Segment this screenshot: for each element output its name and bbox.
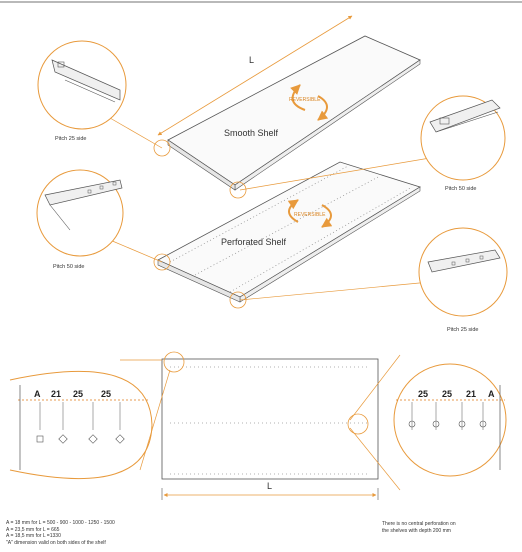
length-label-bottom: L [267,481,273,491]
callout-top-left [37,40,171,157]
note-line: the shelves with depth 200 mm [382,527,451,534]
left-dim-21: 21 [51,389,62,399]
magnifier-left [18,351,185,471]
perforated-shelf-label: Perforated Shelf [221,237,287,247]
pitch-25-side-top-left: Pitch 25 side [55,136,87,142]
notes-right: There is no central perforation on the s… [382,521,456,534]
pitch-25-side-mid-right: Pitch 25 side [447,327,479,333]
perforated-shelf [157,161,421,303]
smooth-shelf-label: Smooth Shelf [224,128,279,138]
callout-top-right [229,95,506,199]
callout-mid-left [36,169,171,271]
reversible-arrow-1 [290,84,306,111]
left-dim-25a: 25 [73,389,84,399]
note-line: A = 18,5 mm for L =1330 [6,533,61,539]
note-line: "A" dimension valid on both sides of the… [6,539,106,546]
notes-left: A = 18 mm for L = 500 - 900 - 1000 - 125… [6,520,115,546]
right-dim-a: A [488,389,495,399]
length-arrow-top [157,15,353,136]
callout-mid-right [229,227,508,317]
length-label-top: L [249,55,255,65]
pitch-50-side-top-right: Pitch 50 side [445,186,477,192]
left-dim-a: A [34,389,41,399]
right-dim-25a: 25 [418,389,429,399]
reversible-arrow-2 [287,199,299,223]
reversible-label-2: REVERSIBLE [294,212,326,218]
left-dim-25b: 25 [101,389,112,399]
reversible-label-1: REVERSIBLE [289,97,321,103]
note-line: A = 18 mm for L = 500 - 900 - 1000 - 125… [6,520,115,526]
pitch-50-side-mid-left: Pitch 50 side [53,264,85,270]
note-line: A = 23,5 mm for L = 665 [6,526,60,533]
magnifier-right [347,354,507,491]
bottom-shelf-plan [161,358,379,500]
smooth-shelf [167,35,421,191]
right-dim-21: 21 [466,389,477,399]
note-line: There is no central perforation on [382,521,456,527]
right-dim-25b: 25 [442,389,453,399]
